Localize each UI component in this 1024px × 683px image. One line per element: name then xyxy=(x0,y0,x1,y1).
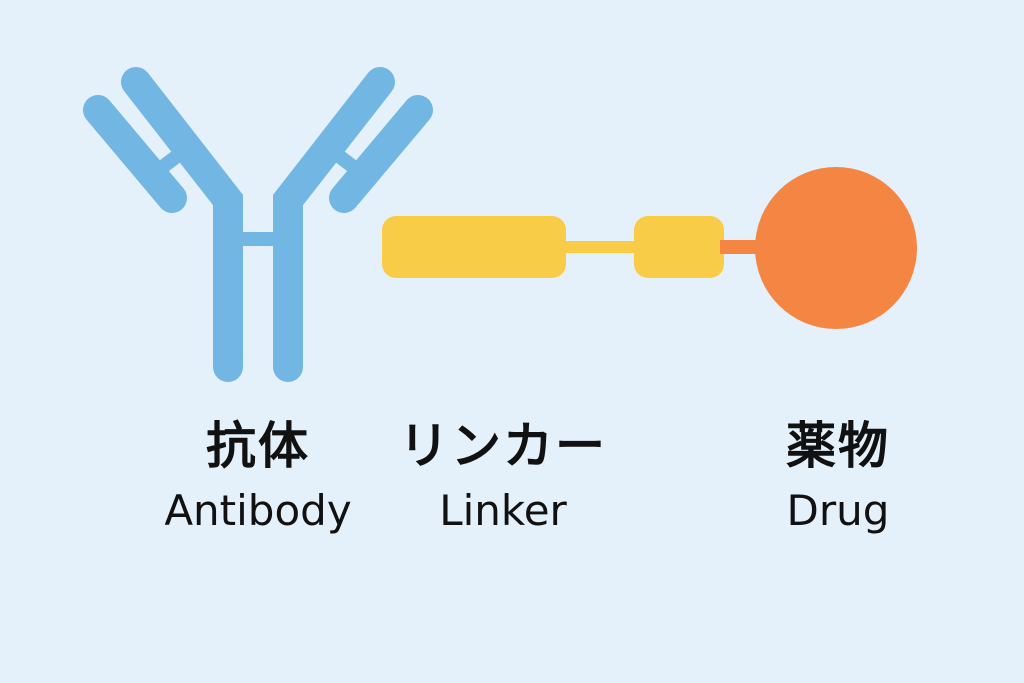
drug-circle xyxy=(755,167,917,329)
antibody-left-connector xyxy=(147,144,190,181)
drug-en-label: Drug xyxy=(786,486,890,535)
antibody-jp-label: 抗体 xyxy=(206,417,310,475)
antibody-left-heavy-chain xyxy=(121,67,243,382)
drug-jp-label: 薬物 xyxy=(786,417,890,475)
antibody-icon xyxy=(83,67,433,382)
linker-en-label: Linker xyxy=(439,486,567,535)
linker-icon xyxy=(382,216,724,278)
linker-jp-label: リンカー xyxy=(399,417,607,475)
linker-thin-rod xyxy=(560,241,642,253)
antibody-right-connector xyxy=(326,144,369,181)
antibody-right-heavy-chain xyxy=(273,67,395,382)
drug-connector-rod xyxy=(720,240,762,254)
drug-icon xyxy=(720,167,917,329)
antibody-left-light-chain xyxy=(83,95,187,213)
linker-long-segment xyxy=(382,216,566,278)
antibody-en-label: Antibody xyxy=(164,486,352,535)
linker-short-segment xyxy=(634,216,724,278)
antibody-right-light-chain xyxy=(329,95,433,213)
